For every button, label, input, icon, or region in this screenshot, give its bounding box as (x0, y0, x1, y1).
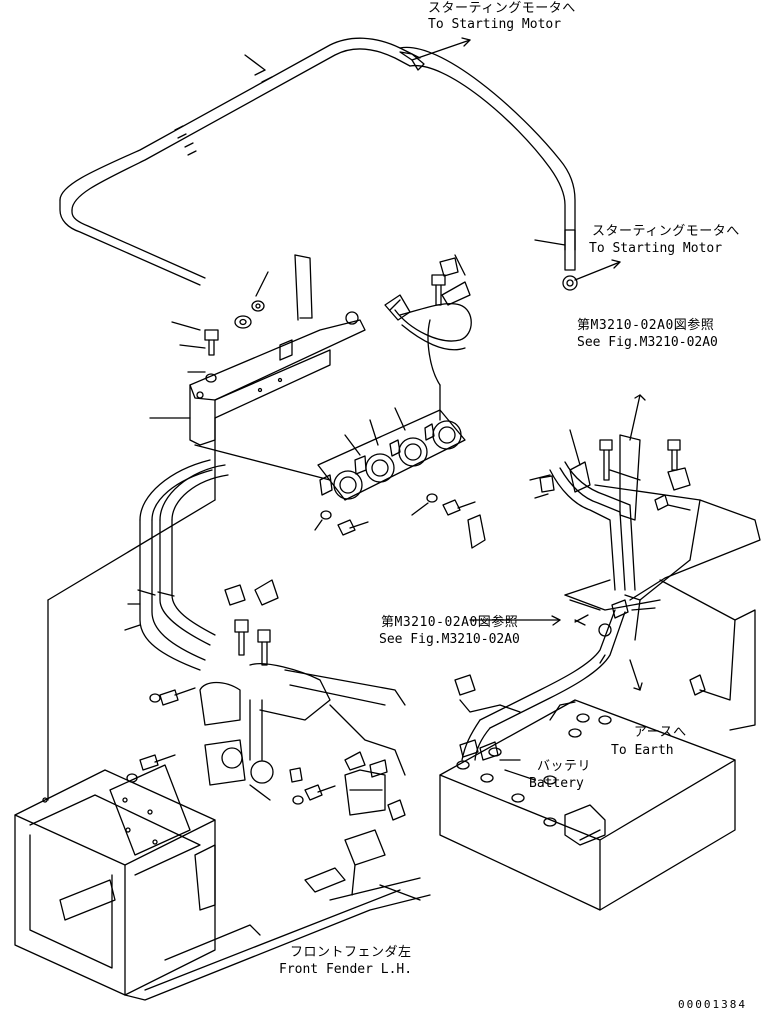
battery-box-frame (14, 764, 431, 1001)
relays (317, 384, 466, 501)
front-fender-jp-label: フロントフェンダ左 (290, 945, 412, 960)
bolts-upper-left (204, 271, 269, 383)
starting-motor-right-jp-label: スターティングモータへ (592, 224, 740, 239)
relay-bolts (314, 493, 486, 549)
see-fig-lower-jp-label: 第M3210-02A0図参照 (381, 615, 519, 630)
see-fig-lower-en-label: See Fig.M3210-02A0 (379, 632, 520, 647)
starting-motor-right-en-label: To Starting Motor (589, 241, 723, 256)
leader-lines (469, 599, 601, 781)
lower-left-components (126, 579, 406, 896)
earth-jp-label: アースへ (634, 725, 687, 740)
starting-motor-top-en-label: To Starting Motor (428, 17, 562, 32)
see-fig-upper-jp-label: 第M3210-02A0図参照 (577, 318, 715, 333)
battery-en-label: Battery (529, 776, 584, 791)
battery (439, 674, 736, 911)
starting-motor-cable-top (59, 37, 578, 291)
battery-harness-right (479, 394, 761, 731)
front-fender-en-label: Front Fender L.H. (279, 962, 413, 977)
drawing-number: 00001384 (678, 998, 747, 1011)
relay-bracket (149, 254, 366, 446)
earth-en-label: To Earth (611, 743, 674, 758)
see-fig-upper-en-label: See Fig.M3210-02A0 (577, 335, 718, 350)
left-harness (47, 417, 331, 801)
battery-jp-label: バッテリ (537, 759, 592, 774)
starting-motor-top-jp-label: スターティングモータへ (428, 1, 576, 16)
to-starting-motor-arrows (411, 37, 621, 281)
relay-harness (384, 254, 472, 386)
